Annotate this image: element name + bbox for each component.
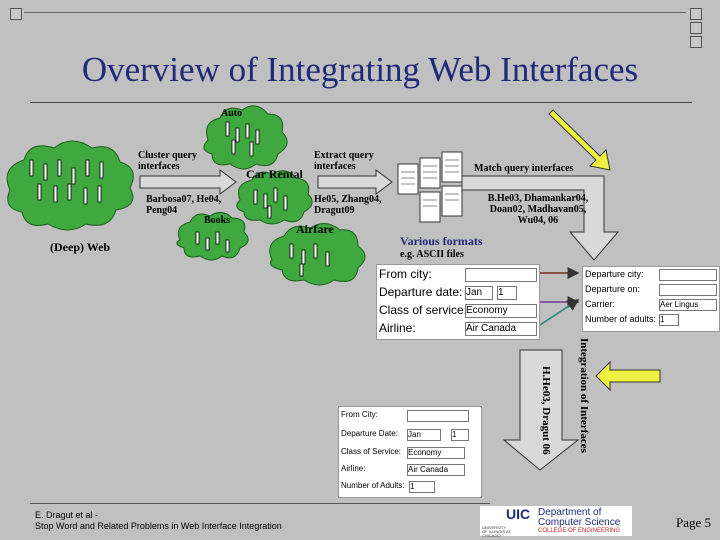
departure-city-input[interactable] (659, 269, 717, 281)
uic-logo: UNIVERSITY OF ILLINOIS AT CHICAGO UIC De… (480, 506, 632, 538)
various-formats-label: Various formats (400, 234, 483, 248)
result-adults-select[interactable]: 1 (409, 481, 435, 493)
form-label: Carrier: (585, 299, 616, 309)
form-label: From city: (379, 267, 432, 281)
corner-square (690, 36, 702, 48)
cloud-label-car-rental: Car Rental (246, 167, 303, 181)
from-city-input[interactable] (465, 268, 537, 282)
form-label: Airline: (379, 321, 416, 335)
integration-refs-text: H.He03, Dragut 06 (540, 366, 552, 455)
form-label: From City: (341, 410, 378, 419)
departure-on-input[interactable] (659, 284, 717, 296)
various-formats-sub: e.g. ASCII files (400, 249, 464, 260)
step-extract-refs: He05, Zhang04, Dragut09 (314, 194, 382, 216)
logo-cs: Computer Science (538, 517, 621, 528)
title-divider (30, 102, 692, 103)
cloud-label-deep-web: (Deep) Web (50, 240, 111, 254)
result-class-select[interactable]: Economy (407, 447, 465, 459)
result-airline-select[interactable]: Air Canada (407, 464, 465, 476)
step-cluster-label: Cluster query interfaces (138, 150, 197, 172)
step-extract-label: Extract query interfaces (314, 150, 374, 172)
form-label: Departure city: (585, 269, 644, 279)
slide-title: Overview of Integrating Web Interfaces (81, 50, 639, 89)
cloud-label-airfare: Airfare (296, 222, 334, 236)
result-from-city-input[interactable] (407, 410, 469, 422)
logo-university: UNIVERSITY OF ILLINOIS AT CHICAGO (482, 525, 511, 538)
yellow-arrow-right (595, 360, 661, 392)
footer-citation: E. Dragut et al - Stop Word and Related … (35, 510, 282, 532)
page-number: Page 5 (676, 515, 712, 530)
carrier-select[interactable]: Aer Lingus (659, 299, 717, 311)
cloud-auto (203, 105, 288, 170)
footer-line-2: Stop Word and Related Problems in Web In… (35, 521, 282, 531)
block-arrow-extract (317, 169, 393, 195)
form-label: Class of Service: (341, 447, 402, 456)
form-label: Number of Adults: (341, 481, 405, 490)
block-arrow-cluster (139, 169, 237, 195)
cloud-books (176, 212, 249, 261)
integration-refs: H.He03, Dragut 06 (540, 366, 552, 455)
integrated-form: From City: Departure Date: Jan 1 Class o… (338, 406, 482, 498)
cloud-label-auto: Auto (221, 108, 243, 119)
block-arrow-integration (502, 349, 580, 471)
source-form-large: From city: Departure date: Jan 1 Class o… (376, 264, 540, 340)
logo-college: COLLEGE OF ENGINEERING (538, 528, 621, 534)
logo-dept: Department of (538, 507, 602, 518)
adults-select[interactable]: 1 (659, 314, 679, 326)
form-label: Departure on: (585, 284, 641, 294)
form-label: Departure date: (379, 285, 463, 299)
source-form-right: Departure city: Departure on: Carrier: A… (582, 266, 720, 332)
logo-uic: UIC (506, 506, 531, 522)
footer-line-1: E. Dragut et al - (35, 510, 99, 520)
top-rule (24, 12, 686, 13)
cloud-label-books: Books (204, 215, 231, 226)
day-select[interactable]: 1 (497, 286, 517, 300)
form-label: Airline: (341, 464, 366, 473)
integration-label: Integration of Interfaces (578, 338, 590, 453)
yellow-arrow-top (548, 109, 611, 171)
month-select[interactable]: Jan (465, 286, 493, 300)
class-select[interactable]: Economy (465, 304, 537, 318)
result-month-select[interactable]: Jan (407, 429, 441, 441)
footer-divider (30, 503, 490, 504)
form-label: Class of service: (379, 303, 468, 317)
corner-square (690, 8, 702, 20)
step-match-refs: B.He03, Dhamankar04, Doan02, Madhavan05,… (487, 193, 589, 226)
result-day-select[interactable]: 1 (451, 429, 469, 441)
step-match-label: Match query interfaces (474, 163, 574, 174)
step-cluster-refs: Barbosa07, He04, Peng04 (146, 194, 222, 216)
corner-square (10, 8, 22, 20)
airline-select[interactable]: Air Canada (465, 322, 537, 336)
form-label: Number of adults: (585, 314, 657, 324)
form-label: Departure Date: (341, 429, 398, 438)
block-arrow-match (461, 175, 620, 261)
corner-square (690, 22, 702, 34)
